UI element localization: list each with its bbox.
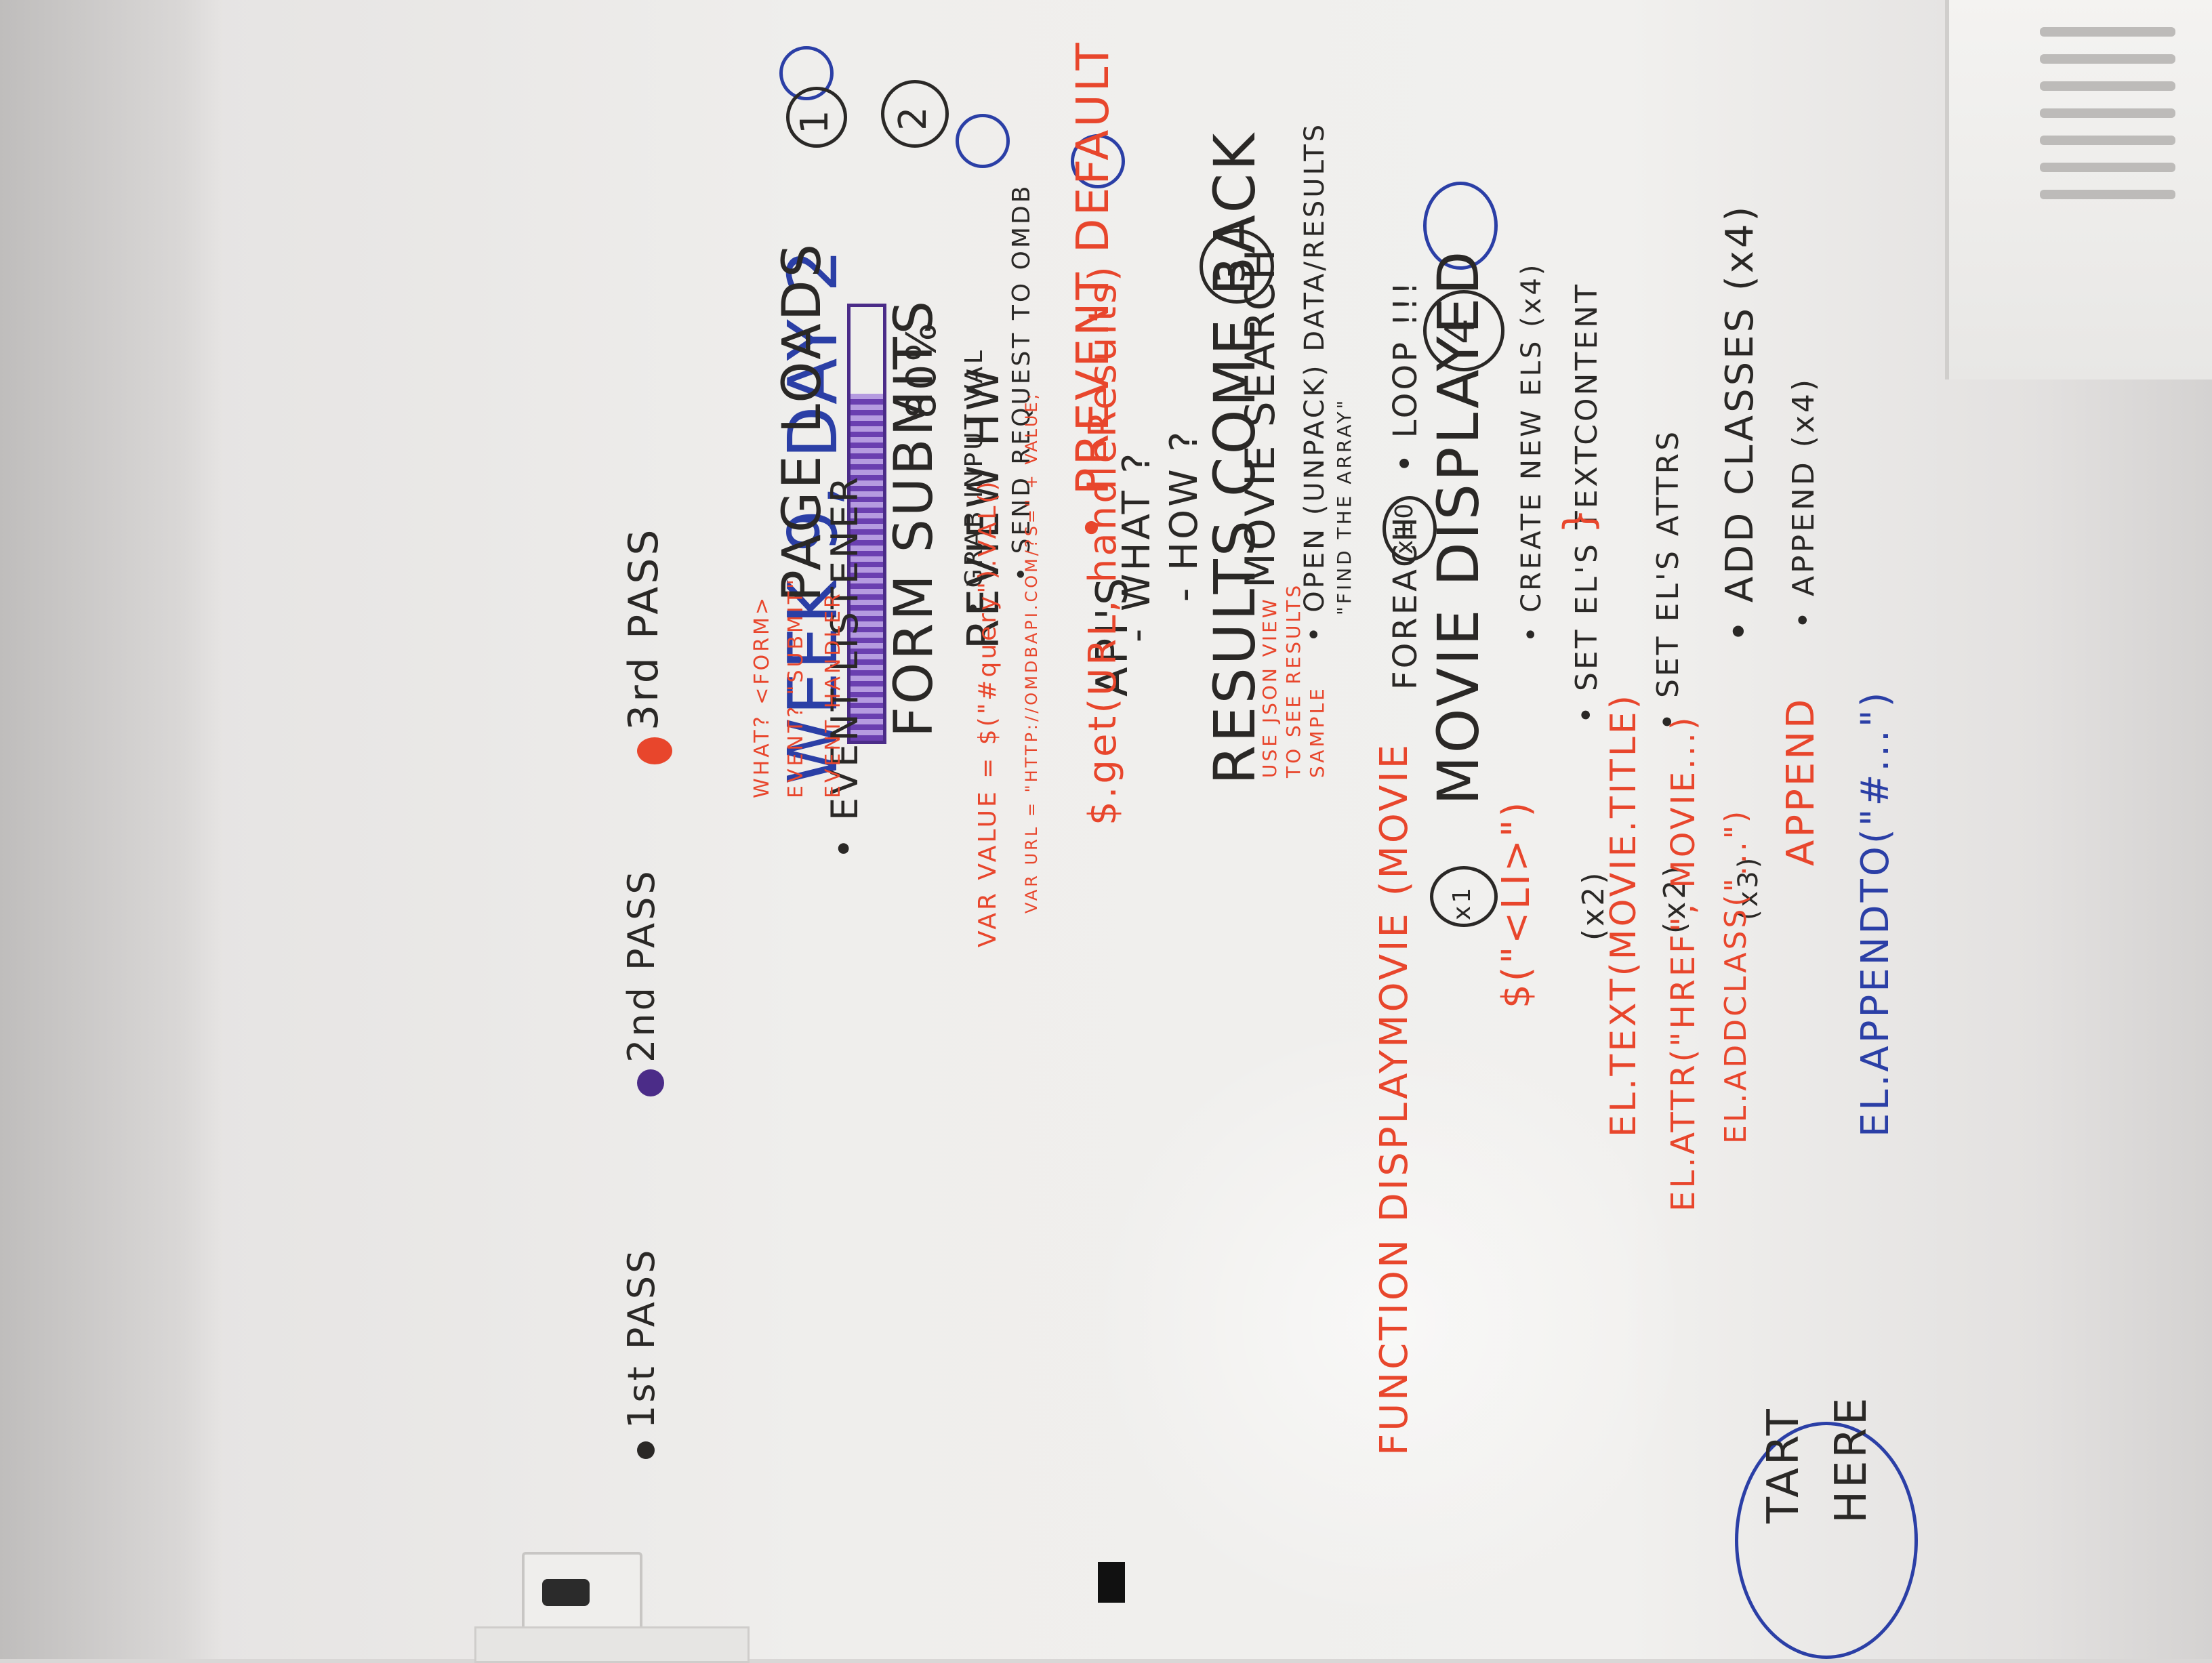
legend-dot-2: [637, 1069, 664, 1096]
step-4-title: MOVIE DISPLAYED: [1425, 248, 1492, 805]
note-text: EL.TEXT(MOVIE.TITLE): [1603, 693, 1644, 1137]
start-here-1: TART: [1759, 1406, 1809, 1523]
wall-shadow: [0, 0, 224, 1659]
plug: [542, 1579, 590, 1606]
note-append: APPEND: [1779, 696, 1823, 866]
legend-pass3: 3rd PASS: [620, 527, 668, 731]
step-4-bullet-text: • SET EL'S TEXTCONTENT: [1570, 282, 1604, 724]
note-addclass: EL.ADDCLASS("..."): [1719, 808, 1753, 1144]
legend-pass2: 2nd PASS: [620, 868, 663, 1063]
step-1-number: 1: [793, 107, 837, 134]
step-4-bullet-attrs: • SET EL'S ATTRS: [1651, 428, 1685, 731]
step-3-note-sample: SAMPLE: [1306, 686, 1328, 778]
badge-x1: x1: [1448, 884, 1476, 920]
air-vent: [2040, 27, 2175, 230]
j-marker-2: [956, 114, 1010, 168]
legend-pass1: 1st PASS: [620, 1247, 663, 1429]
step-1-note-what: WHAT? <FORM>: [750, 594, 774, 798]
wall-box: [474, 1626, 750, 1663]
note-brace: }: [1555, 505, 1603, 534]
step-1-note-event: EVENT? "SUBMIT": [784, 577, 808, 798]
apis-how: - HOW ?: [1162, 428, 1206, 602]
step-3-bullet-array: "FIND THE ARRAY": [1333, 397, 1355, 615]
step-3-bullet-loop: • LOOP !!!: [1387, 279, 1425, 473]
note-li: $("<LI>"): [1494, 799, 1538, 1008]
step-3-title: RESULTS COME BACK: [1202, 130, 1268, 785]
note-appendto: EL.APPENDTO("#..."): [1853, 689, 1898, 1137]
legend-dot-1: [637, 1441, 655, 1459]
step-4-bullet-create: • CREATE NEW ELS (x4): [1516, 262, 1547, 642]
step-3-foreach: FOREACH: [1387, 514, 1425, 690]
step-1-note-handler: EVENT HANDLER: [821, 591, 845, 798]
step-2-note-get: $.get(URL, handleResults): [1081, 264, 1125, 825]
step-2-title: FORM SUBMITS: [884, 297, 945, 737]
board-glare: [1084, 1017, 1694, 1626]
step-2-number: 2: [891, 104, 935, 131]
start-here-2: HERE: [1826, 1395, 1877, 1523]
note-function: FUNCTION DISPLAYMOVIE (MOVIE: [1372, 741, 1416, 1456]
step-3-note-json: USE JSON VIEW: [1258, 596, 1281, 778]
step-4-bullet-classes: • ADD CLASSES (x4): [1718, 203, 1762, 642]
legend-dot-3: [637, 737, 672, 764]
note-attr: EL.ATTR("HREF", MOVIE...): [1664, 714, 1702, 1212]
step-1-title: PAGE LOADS: [772, 241, 833, 602]
step-2-note-value: VAR VALUE = $("#query").VAL(): [974, 478, 1002, 947]
light-switch: [1098, 1562, 1125, 1603]
step-2-note-url: VAR URL = "HTTP://OMDBAPI.COM/?S=" + VAL…: [1022, 391, 1041, 913]
step-3-note-see: TO SEE RESULTS: [1282, 582, 1305, 778]
step-4-bullet-append: • APPEND (x4): [1786, 376, 1821, 629]
step-3-bullet-open: • OPEN (UNPACK) DATA/RESULTS: [1299, 121, 1330, 642]
